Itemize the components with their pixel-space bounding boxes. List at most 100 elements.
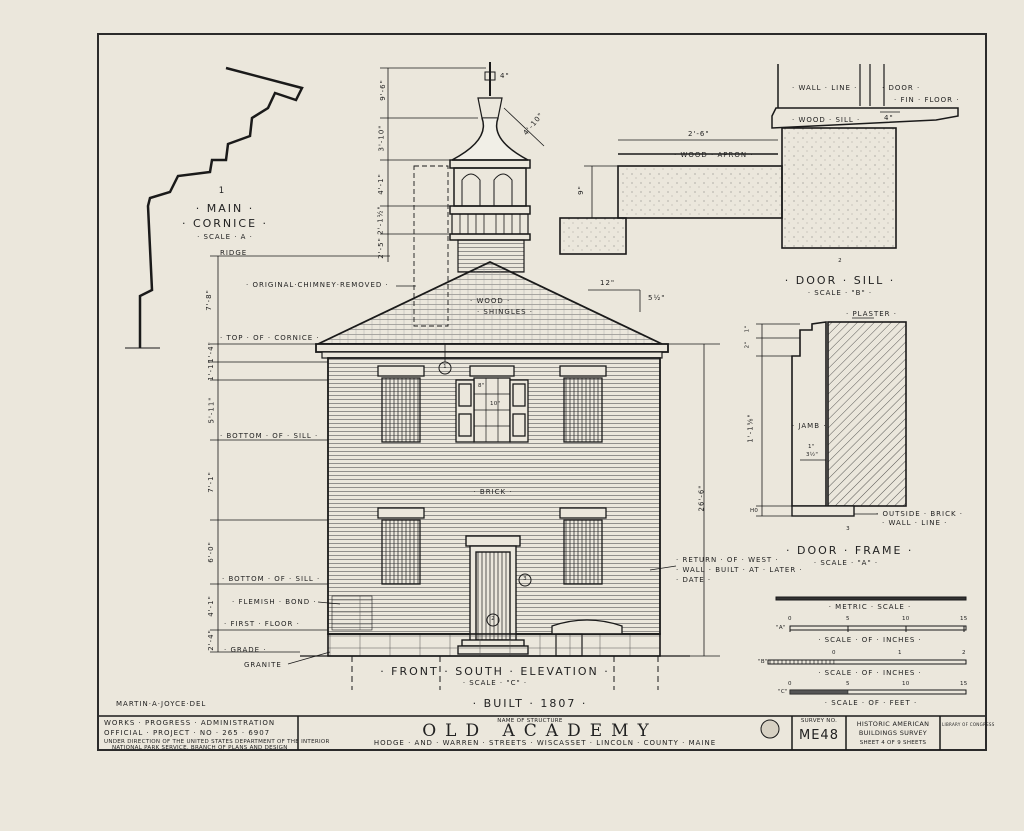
label-first-floor: · FIRST · FLOOR · — [224, 620, 300, 628]
scale-a-tick-5: 5 — [846, 616, 850, 622]
scale-a-tick-0: 0 — [788, 616, 792, 622]
door-sill-detail — [559, 64, 959, 255]
window-glass-10: 10" — [490, 401, 501, 407]
dim-6-0: 6'-0" — [206, 541, 215, 563]
dim-5-11: 5'-11" — [207, 396, 216, 424]
scale-c-tick-15: 15 — [960, 681, 968, 687]
dim-4-1-cupola: 4'-1" — [376, 173, 385, 195]
delineator: MARTIN·A·JOYCE·DEL — [116, 700, 207, 708]
cornice-scale: · SCALE · A · — [197, 233, 253, 241]
dim-frame-vert: 1'-1⅝" — [746, 413, 755, 443]
label-wood-apron: · WOOD · APRON · — [674, 151, 754, 159]
main-cornice-profile — [125, 66, 304, 349]
elevation-title: · FRONT · SOUTH · ELEVATION · — [380, 665, 610, 678]
dim-frame-h0: H0 — [750, 508, 759, 514]
library-note: LIBRARY OF CONGRESS — [942, 722, 995, 727]
elevation-scale: · SCALE · "C" · — [462, 679, 528, 687]
wpa-line-2: OFFICIAL · PROJECT · NO · 265 · 6907 — [104, 729, 271, 737]
dim-7-8: 7'-8" — [204, 289, 213, 311]
label-bottom-sill-1: · BOTTOM · OF · SILL · — [220, 432, 319, 440]
dim-4-1: 4'-1" — [206, 595, 215, 617]
label-jamb: · JAMB · — [792, 422, 827, 430]
wpa-line-1: WORKS · PROGRESS · ADMINISTRATION — [104, 719, 276, 727]
door-frame-detail — [756, 317, 907, 517]
door-sill-title: · DOOR · SILL · — [784, 274, 896, 287]
front-elevation — [210, 62, 720, 690]
address: HODGE · AND · WARREN · STREETS · WISCASS… — [373, 739, 717, 747]
window-glass-8: 8" — [478, 383, 485, 389]
dim-frame-2: 2" — [744, 341, 751, 349]
label-wood-sill: · WOOD · SILL · — [792, 116, 861, 124]
scale-a-tick-15: 15 — [960, 616, 968, 622]
scale-b-label: "B" — [758, 659, 768, 665]
survey-caption: SURVEY NO. — [800, 718, 838, 724]
label-top-cornice: · TOP · OF · CORNICE · — [220, 334, 320, 342]
dim-2-5: 2'-5" — [376, 237, 385, 259]
lower-windows — [377, 507, 607, 585]
scale-b-tick-1: 1 — [898, 650, 902, 656]
dim-7-1: 7'-1" — [206, 471, 215, 493]
label-fin-floor: · FIN · FLOOR · — [894, 96, 960, 104]
label-outside-wall-line: · WALL · LINE · — [882, 519, 948, 527]
label-chimney: · ORIGINAL·CHIMNEY·REMOVED · — [246, 281, 389, 289]
door-frame-title: · DOOR · FRAME · — [786, 544, 914, 557]
sheet-number: SHEET 4 OF 9 SHEETS — [859, 740, 927, 746]
graphic-scales — [767, 596, 967, 695]
built-date: · BUILT · 1807 · — [472, 697, 588, 710]
feet-scale-title: · SCALE · OF · FEET · — [824, 699, 918, 707]
cornice-title-1: · MAIN · — [195, 202, 255, 215]
sheet-border — [97, 33, 987, 751]
survey-number: ME48 — [799, 728, 839, 743]
label-return-1: · RETURN · OF · WEST · — [676, 556, 779, 564]
label-granite: GRANITE — [244, 661, 282, 669]
dim-9: 9" — [576, 185, 585, 195]
scale-c-tick-10: 10 — [902, 681, 910, 687]
label-shingles: · SHINGLES · — [476, 308, 534, 316]
wpa-line-4: NATIONAL PARK SERVICE, BRANCH OF PLANS A… — [112, 745, 288, 751]
label-wood: · WOOD · — [470, 297, 511, 305]
label-door: · DOOR · — [882, 84, 921, 92]
label-wall-line: · WALL · LINE · — [792, 84, 858, 92]
dim-26-6: 26'-6" — [697, 484, 706, 512]
structure-name: OLD ACADEMY — [422, 721, 658, 741]
dim-jamb-35: 3½" — [806, 452, 819, 458]
name-caption: NAME OF STRUCTURE — [497, 718, 563, 724]
upper-windows — [377, 365, 607, 443]
label-flemish: · FLEMISH · BOND · — [232, 598, 317, 606]
dim-3-10: 3'-10" — [377, 124, 386, 152]
label-bottom-sill-2: · BOTTOM · OF · SILL · — [222, 575, 321, 583]
label-pitch-12: 12" — [600, 279, 616, 287]
dim-9-6: 9'-6" — [378, 79, 387, 101]
label-brick: · BRICK · — [473, 488, 513, 496]
scale-b-tick-2: 2 — [962, 650, 966, 656]
metric-scale-title: · METRIC · SCALE · — [828, 603, 912, 611]
habs-line-2: BUILDINGS SURVEY — [858, 729, 928, 737]
dim-4: 4" — [500, 72, 510, 80]
dim-2-4: 2'-4" — [206, 629, 215, 651]
door-sill-scale: · SCALE · "B" · — [807, 289, 873, 297]
title-block-lines — [99, 715, 985, 750]
scale-c-tick-0: 0 — [788, 681, 792, 687]
door-frame-number: 3 — [846, 526, 850, 532]
callout-3: 3 — [523, 576, 527, 582]
label-pitch-5: 5½" — [648, 294, 666, 302]
wpa-line-3: UNDER DIRECTION OF THE UNITED STATES DEP… — [104, 739, 330, 745]
dim-frame-1: 1" — [744, 325, 751, 333]
door-frame-scale: · SCALE · "A" · — [813, 559, 879, 567]
scale-c-label: "C" — [778, 689, 788, 695]
inches-scale-title-a: · SCALE · OF · INCHES · — [818, 636, 922, 644]
dim-1-1: 1'-1" — [206, 359, 215, 381]
dim-2-1: 2'-1½" — [376, 205, 385, 235]
dim-sill-4: 4" — [884, 114, 894, 122]
label-outside-brick: · OUTSIDE · BRICK · — [876, 510, 964, 518]
label-return-2: · WALL · BUILT · AT · LATER · — [676, 566, 803, 574]
dim-2-6: 2'-6" — [688, 130, 710, 138]
label-ridge: RIDGE — [220, 249, 248, 257]
scale-c-tick-5: 5 — [846, 681, 850, 687]
habs-line-1: HISTORIC AMERICAN — [856, 720, 930, 728]
scale-b-tick-0: 0 — [832, 650, 836, 656]
door-sill-number: 2 — [838, 258, 842, 264]
dim-jamb-1: 1" — [808, 444, 815, 450]
